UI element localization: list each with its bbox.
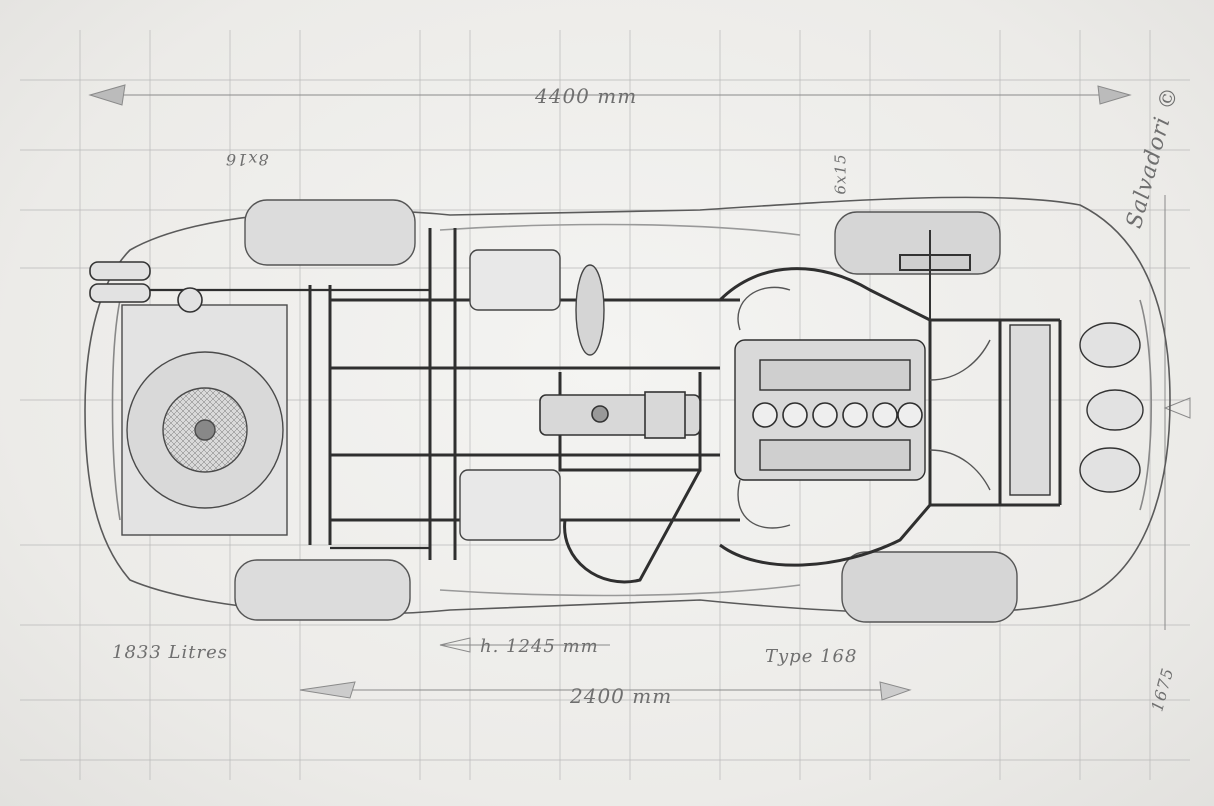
steering-column: [899, 230, 971, 320]
transmission: [539, 391, 701, 439]
body-outline: [84, 196, 1171, 615]
height-dimension: h. 1245 mm: [480, 636, 599, 657]
fuel-tank: [459, 249, 605, 541]
rear-tyre-note: 8x16: [225, 150, 269, 169]
type-label: Type 168: [765, 646, 858, 667]
rear-left-tyre: [234, 199, 416, 621]
front-tyre-note: 6x15: [831, 153, 850, 195]
exhaust-pipes: [89, 261, 203, 313]
length-dimension: 4400 mm: [535, 84, 638, 108]
radiator: [1009, 322, 1144, 496]
wheelbase-dimension: 2400 mm: [570, 684, 673, 708]
dimension-lines: [88, 84, 1191, 701]
construction-grid: [20, 30, 1190, 780]
v12-engine: [734, 286, 991, 529]
spare-wheel: [121, 304, 288, 536]
displacement-note: 1833 Litres: [112, 642, 228, 663]
tube-frame: [120, 228, 1062, 584]
